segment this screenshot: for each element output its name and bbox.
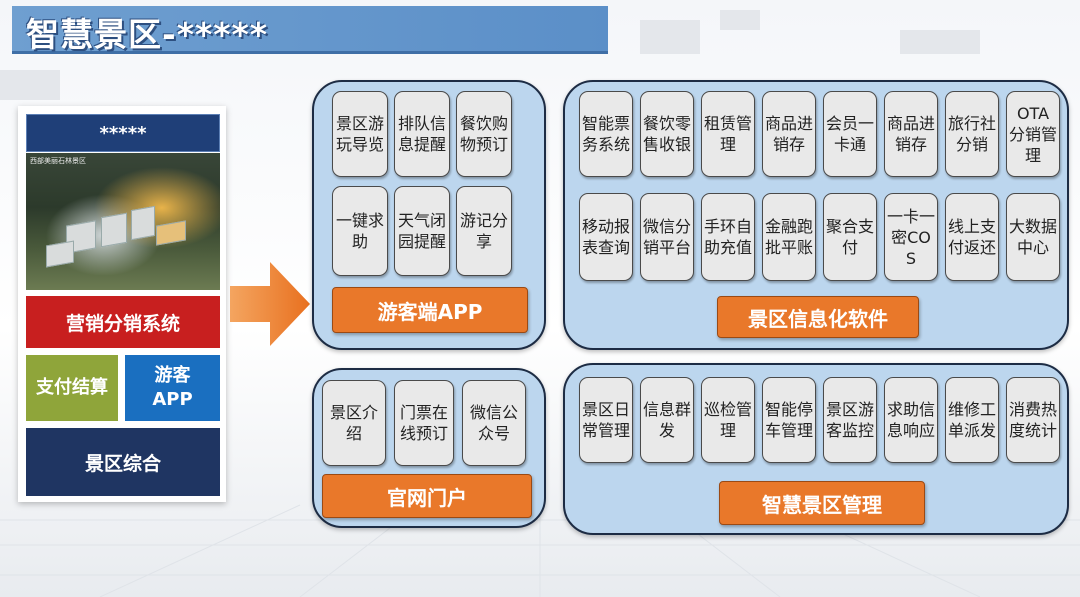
software-tile[interactable]: 商品进销存 [762,91,816,177]
stars-header: ***** [26,114,220,152]
software-tile[interactable]: OTA分销管理 [1006,91,1060,177]
smart-management-panel: 景区日常管理 信息群发 巡检管理 智能停车管理 景区游客监控 求助信息响应 维修… [563,363,1069,535]
marketing-distribution-box: 营销分销系统 [26,296,220,348]
app-tile[interactable]: 游记分享 [456,186,512,276]
scenic-area-photo: 西部美丽石林景区 [26,153,220,290]
tourist-app-box: 游客APP [125,355,220,421]
management-tile[interactable]: 消费热度统计 [1006,377,1060,463]
software-tile[interactable]: 金融跑批平账 [762,193,816,281]
management-tile[interactable]: 景区日常管理 [579,377,633,463]
software-tile[interactable]: 旅行社分销 [945,91,999,177]
software-tile[interactable]: 聚合支付 [823,193,877,281]
smart-management-label: 智慧景区管理 [719,481,925,525]
scenic-software-panel: 智能票务系统 餐饮零售收银 租赁管理 商品进销存 会员一卡通 商品进销存 旅行社… [563,80,1069,350]
title-bar: 智慧景区-***** [12,6,608,54]
software-tile[interactable]: 微信分销平台 [640,193,694,281]
management-tile[interactable]: 信息群发 [640,377,694,463]
portal-tile[interactable]: 门票在线预订 [394,380,454,466]
software-tile[interactable]: 一卡一密COS [884,193,938,281]
payment-settlement-box: 支付结算 [26,355,118,421]
software-tile[interactable]: 大数据中心 [1006,193,1060,281]
management-tile[interactable]: 求助信息响应 [884,377,938,463]
right-arrow-icon [230,262,310,346]
software-tile[interactable]: 手环自助充值 [701,193,755,281]
page-title: 智慧景区-***** [26,15,268,54]
portal-tile[interactable]: 景区介绍 [322,380,386,466]
app-tile[interactable]: 景区游玩导览 [332,91,388,177]
portal-tile[interactable]: 微信公众号 [462,380,526,466]
software-tile[interactable]: 餐饮零售收银 [640,91,694,177]
website-portal-panel: 景区介绍 门票在线预订 微信公众号 官网门户 [312,368,546,528]
app-tile[interactable]: 排队信息提醒 [394,91,450,177]
software-tile[interactable]: 线上支付返还 [945,193,999,281]
app-tile[interactable]: 一键求助 [332,186,388,276]
scenic-integrated-box: 景区综合 [26,428,220,496]
software-tile[interactable]: 移动报表查询 [579,193,633,281]
software-tile[interactable]: 智能票务系统 [579,91,633,177]
scenic-software-label: 景区信息化软件 [717,296,919,338]
software-tile[interactable]: 租赁管理 [701,91,755,177]
management-tile[interactable]: 景区游客监控 [823,377,877,463]
tourist-app-label: 游客端APP [332,287,528,333]
software-tile[interactable]: 会员一卡通 [823,91,877,177]
tourist-app-panel: 景区游玩导览 排队信息提醒 餐饮购物预订 一键求助 天气闭园提醒 游记分享 游客… [312,80,546,350]
website-portal-label: 官网门户 [322,474,532,518]
photo-caption: 西部美丽石林景区 [30,157,86,165]
management-tile[interactable]: 智能停车管理 [762,377,816,463]
app-tile[interactable]: 餐饮购物预订 [456,91,512,177]
management-tile[interactable]: 维修工单派发 [945,377,999,463]
app-tile[interactable]: 天气闭园提醒 [394,186,450,276]
software-tile[interactable]: 商品进销存 [884,91,938,177]
management-tile[interactable]: 巡检管理 [701,377,755,463]
